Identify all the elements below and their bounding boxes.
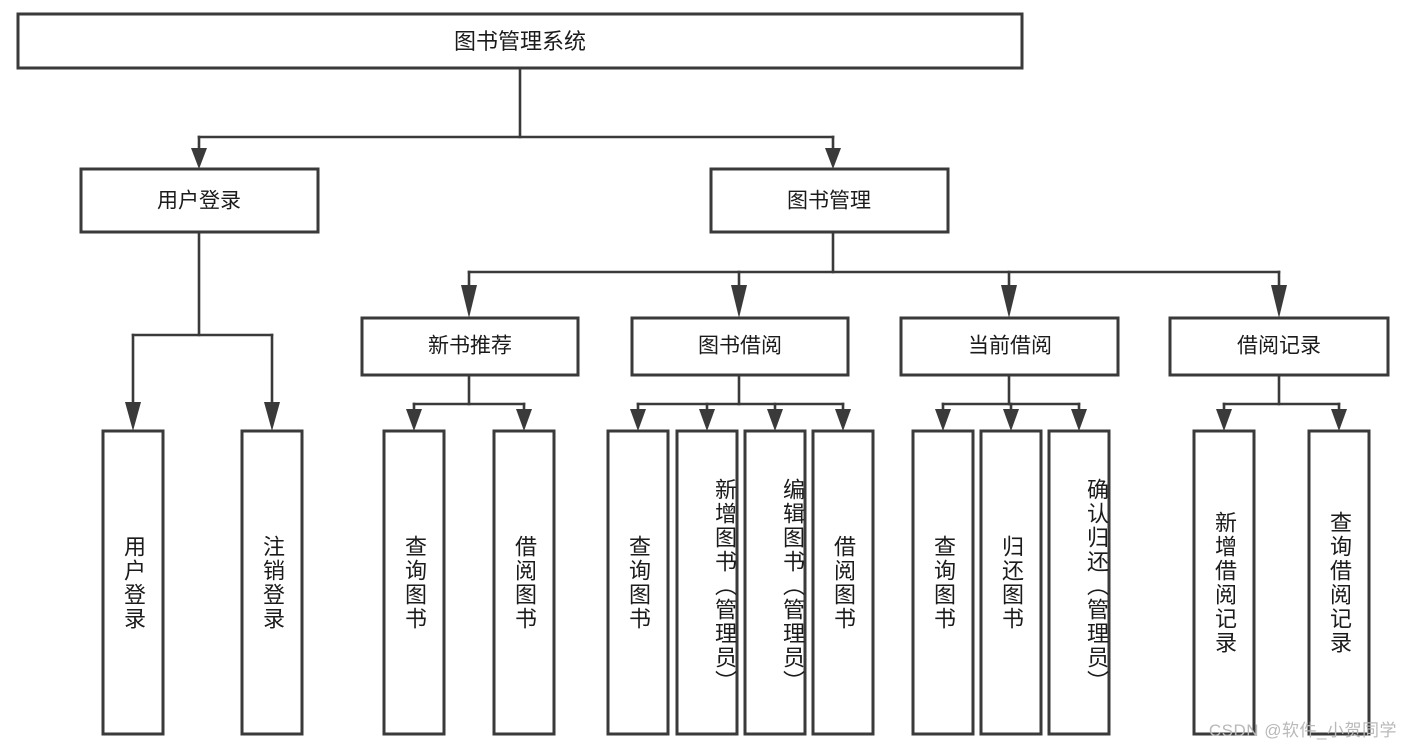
arrow-head-icon (1331, 409, 1347, 431)
arrow-head-icon (699, 409, 715, 431)
leaf-box-add-book-admin[interactable] (675, 429, 739, 736)
node-root-label: 图书管理系统 (454, 29, 586, 54)
node-new-book-recommend-box[interactable] (360, 316, 580, 377)
node-book-borrow-label: 图书借阅 (698, 335, 782, 358)
arrow-head-icon (264, 402, 280, 431)
arrow-head-icon (125, 402, 141, 431)
arrow-head-icon (630, 409, 646, 431)
arrow-head-icon (935, 409, 951, 431)
node-borrow-record-box[interactable] (1168, 316, 1390, 377)
arrow-head-icon (191, 148, 207, 169)
arrow-head-icon (825, 148, 841, 169)
arrow-head-icon (1216, 409, 1232, 431)
leaf-box-add-borrow-record[interactable] (1192, 429, 1256, 736)
node-user-login[interactable]: 用户登录 (79, 167, 320, 234)
connector-group-borrowrecord-to-leaves (1216, 373, 1347, 431)
connector-group-bookborrow-to-leaves (630, 373, 851, 431)
leaf-box-query-book-borrow[interactable] (606, 429, 670, 736)
leaf-box-borrow-book-recommend[interactable] (492, 429, 556, 736)
leaf-box-return-book[interactable] (979, 429, 1043, 736)
connector-group-root-to-level2 (191, 66, 841, 169)
connector-group-bookmgmt-to-level3 (461, 230, 1287, 318)
node-current-borrow-label: 当前借阅 (968, 335, 1052, 358)
node-book-management[interactable]: 图书管理 (709, 167, 950, 234)
node-book-management-box[interactable] (709, 167, 950, 234)
arrow-head-icon (1271, 285, 1287, 318)
node-new-book-recommend[interactable]: 新书推荐 (360, 316, 580, 377)
leaf-box-edit-book-admin[interactable] (743, 429, 807, 736)
leaf-box-query-book-recommend[interactable] (382, 429, 446, 736)
node-current-borrow[interactable]: 当前借阅 (899, 316, 1120, 377)
node-user-login-label: 用户登录 (157, 190, 241, 213)
node-book-borrow-box[interactable] (630, 316, 850, 377)
connector-group-newbook-to-leaves (406, 373, 532, 431)
node-user-login-box[interactable] (79, 167, 320, 234)
leaf-box-query-book-current[interactable] (911, 429, 975, 736)
arrow-head-icon (767, 409, 783, 431)
node-book-borrow[interactable]: 图书借阅 (630, 316, 850, 377)
watermark-text: CSDN @软件_小贺同学 (1208, 721, 1397, 740)
connector-group-userlogin-to-leaves (125, 230, 280, 431)
arrow-head-icon (1001, 285, 1017, 318)
node-root-box[interactable] (16, 12, 1024, 70)
arrow-head-icon (461, 285, 477, 318)
leaf-box-confirm-return-admin[interactable] (1047, 429, 1111, 736)
arrow-head-icon (1003, 409, 1019, 431)
node-borrow-record-label: 借阅记录 (1237, 335, 1321, 358)
arrow-head-icon (516, 409, 532, 431)
arrow-head-icon (1071, 409, 1087, 431)
leaf-box-logout[interactable] (240, 429, 304, 736)
connector-group-currentborrow-to-leaves (935, 373, 1087, 431)
leaf-box-query-borrow-record[interactable] (1307, 429, 1371, 736)
leaf-box-borrow-book[interactable] (811, 429, 875, 736)
node-borrow-record[interactable]: 借阅记录 (1168, 316, 1390, 377)
arrow-head-icon (406, 409, 422, 431)
arrow-head-icon (731, 285, 747, 318)
arrow-head-icon (835, 409, 851, 431)
node-current-borrow-box[interactable] (899, 316, 1120, 377)
node-book-management-label: 图书管理 (787, 190, 871, 213)
node-new-book-recommend-label: 新书推荐 (428, 335, 512, 358)
leaf-box-user-login[interactable] (101, 429, 165, 736)
node-root-book-management-system[interactable]: 图书管理系统 (16, 12, 1024, 70)
